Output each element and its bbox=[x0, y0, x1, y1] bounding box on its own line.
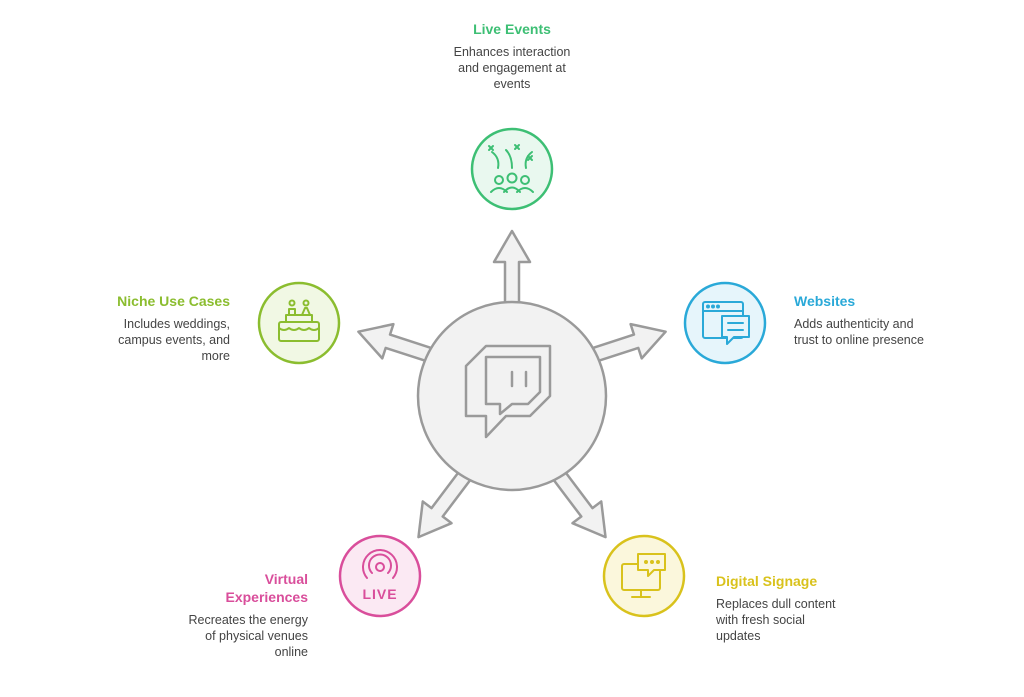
digital-signage-label: Digital Signage Replaces dull content wi… bbox=[716, 572, 876, 644]
niche-use-cases-title: Niche Use Cases bbox=[117, 293, 230, 309]
digital-signage-description: Replaces dull content with fresh social … bbox=[716, 597, 836, 643]
virtual-experiences-label: Virtual Experiences Recreates the energy… bbox=[158, 570, 308, 660]
digital-signage-node-circle bbox=[602, 534, 686, 618]
hub-circle bbox=[416, 300, 608, 492]
websites-title: Websites bbox=[794, 293, 856, 309]
wedding-cake-icon bbox=[278, 299, 320, 342]
live-events-description: Enhances interaction and engagement at e… bbox=[453, 45, 571, 91]
monitor-chat-icon bbox=[621, 553, 666, 598]
live-events-title: Live Events bbox=[473, 21, 551, 37]
websites-label: Websites Adds authenticity and trust to … bbox=[794, 292, 944, 348]
hub-arrows bbox=[357, 229, 667, 539]
live-events-label: Live Events Enhances interaction and eng… bbox=[432, 20, 592, 92]
live-broadcast-icon bbox=[362, 549, 398, 579]
virtual-experiences-node-circle bbox=[338, 534, 422, 618]
virtual-experiences-description: Recreates the energy of physical venues … bbox=[188, 613, 308, 659]
browser-chat-icon bbox=[702, 301, 750, 345]
arrow-to-digital-signage bbox=[551, 468, 607, 539]
digital-signage-title: Digital Signage bbox=[716, 573, 818, 589]
live-badge: LIVE bbox=[362, 586, 397, 602]
virtual-experiences-title: Virtual Experiences bbox=[225, 571, 309, 605]
niche-use-cases-label: Niche Use Cases Includes weddings, campu… bbox=[90, 292, 230, 364]
crowd-fireworks-icon bbox=[488, 144, 534, 193]
websites-description: Adds authenticity and trust to online pr… bbox=[794, 317, 924, 347]
niche-use-cases-description: Includes weddings, campus events, and mo… bbox=[118, 317, 230, 363]
twitch-chat-icon bbox=[464, 344, 552, 439]
arrow-to-virtual-experiences bbox=[417, 468, 473, 539]
arrow-to-live-events bbox=[492, 229, 532, 312]
